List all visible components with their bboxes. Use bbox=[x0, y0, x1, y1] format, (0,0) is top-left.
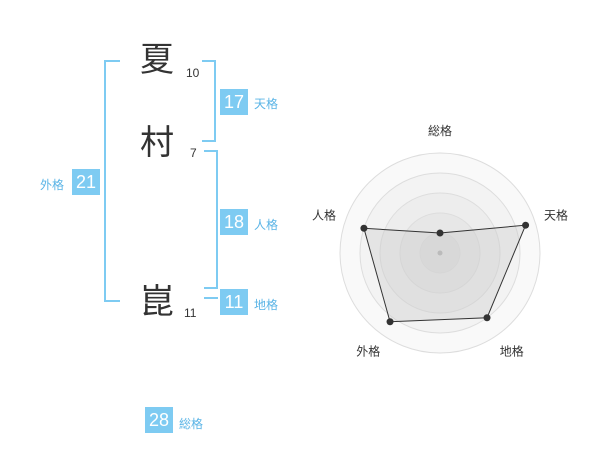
jinkaku-label: 人格 bbox=[254, 218, 279, 232]
radar-axis-label-1: 天格 bbox=[544, 207, 568, 222]
tenkaku-label: 天格 bbox=[254, 97, 279, 111]
chikaku-badge: 11 bbox=[220, 289, 248, 315]
radar-ring-2 bbox=[399, 212, 481, 294]
radar-point-0 bbox=[436, 229, 444, 237]
name-char-2: 村 bbox=[140, 123, 174, 163]
radar-axis-label-3: 外格 bbox=[356, 344, 380, 359]
radar-point-3 bbox=[386, 318, 394, 326]
radar-axis-label-2: 地格 bbox=[500, 344, 524, 359]
radar-ring-4 bbox=[359, 172, 521, 334]
jinkaku-bracket bbox=[204, 150, 218, 289]
gaikaku-label: 外格 bbox=[40, 178, 65, 192]
radar-ring-3 bbox=[379, 192, 501, 314]
chikaku-tick bbox=[204, 297, 218, 299]
name-char-1-strokes: 10 bbox=[186, 66, 200, 80]
name-char-1: 夏 bbox=[140, 40, 174, 80]
gaikaku-bracket bbox=[104, 60, 120, 302]
soukaku-badge: 28 bbox=[145, 407, 173, 433]
radar-polygon bbox=[363, 224, 527, 323]
chikaku-label: 地格 bbox=[254, 298, 279, 312]
jinkaku-badge: 18 bbox=[220, 209, 248, 235]
radar-axis-label-4: 人格 bbox=[312, 207, 336, 222]
radar-axis-label-0: 総格 bbox=[428, 123, 452, 138]
radar-point-4 bbox=[360, 224, 368, 232]
name-char-2-strokes: 7 bbox=[190, 146, 197, 160]
gaikaku-badge: 21 bbox=[72, 169, 100, 195]
tenkaku-badge: 17 bbox=[220, 89, 248, 115]
radar-ring-5 bbox=[339, 152, 541, 354]
name-char-3-strokes: 11 bbox=[184, 306, 197, 320]
radar-point-2 bbox=[483, 314, 491, 322]
radar-point-1 bbox=[522, 221, 530, 229]
name-char-3: 崑 bbox=[140, 282, 174, 322]
soukaku-label: 総格 bbox=[179, 417, 204, 431]
radar-center-dot bbox=[437, 250, 443, 256]
tenkaku-bracket bbox=[202, 60, 216, 142]
